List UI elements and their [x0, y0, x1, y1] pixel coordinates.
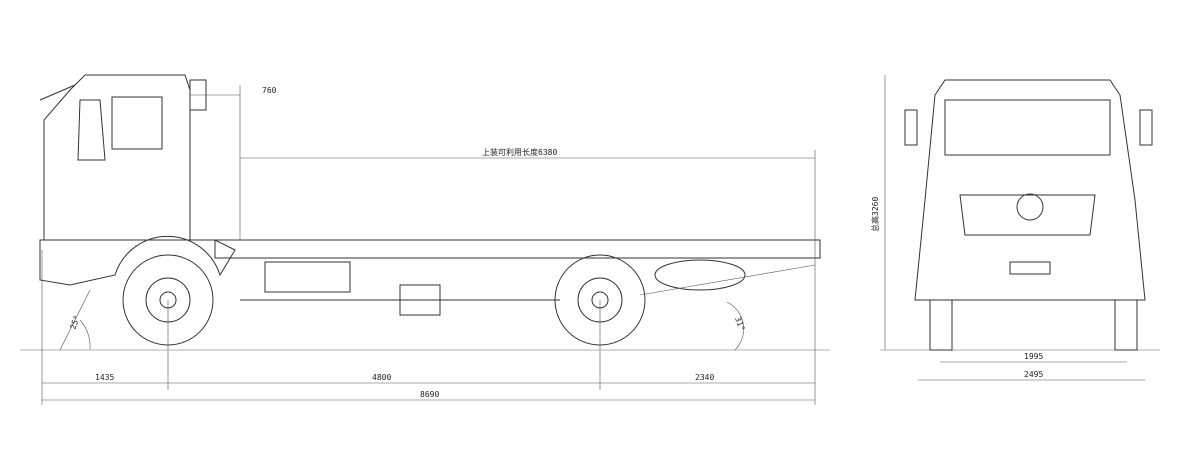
front-bumper-fender — [39, 235, 236, 286]
chassis-frame — [214, 239, 821, 259]
departure-angle: 31° — [733, 316, 746, 333]
dim-overall-width: 2495 — [1024, 370, 1043, 379]
grille — [959, 194, 1096, 236]
door-window — [77, 99, 106, 161]
side-view — [20, 74, 830, 405]
fuel-tank — [264, 261, 351, 293]
right-front-tire — [1114, 299, 1138, 351]
dim-body-length: 上装可利用长度6380 — [482, 147, 557, 157]
windshield — [944, 99, 1111, 156]
departure-angle-arc — [726, 301, 744, 351]
dim-wheelbase: 4800 — [372, 373, 391, 382]
approach-angle: 25° — [68, 314, 81, 331]
cab — [43, 74, 191, 241]
left-mirror — [904, 109, 918, 146]
dim-front-overhang: 1435 — [95, 373, 114, 382]
left-front-tire — [929, 299, 953, 351]
approach-angle-arc — [79, 319, 91, 351]
dim-track: 1995 — [1024, 352, 1043, 361]
right-mirror — [1139, 109, 1153, 146]
approach-angle-line — [59, 289, 91, 351]
front-cab — [914, 79, 1146, 301]
departure-angle-line — [639, 264, 816, 296]
spare-tank — [654, 259, 746, 291]
logo-emblem — [1016, 193, 1044, 221]
license-plate — [1009, 261, 1051, 275]
mirror-arm — [39, 84, 76, 101]
dim-760: 760 — [262, 86, 277, 95]
cab-window — [111, 96, 163, 150]
dim-overall-height: 总高3260 — [870, 197, 880, 232]
front-view — [880, 75, 1160, 381]
dim-overall-length: 8690 — [420, 390, 439, 399]
dim-rear-overhang: 2340 — [695, 373, 714, 382]
